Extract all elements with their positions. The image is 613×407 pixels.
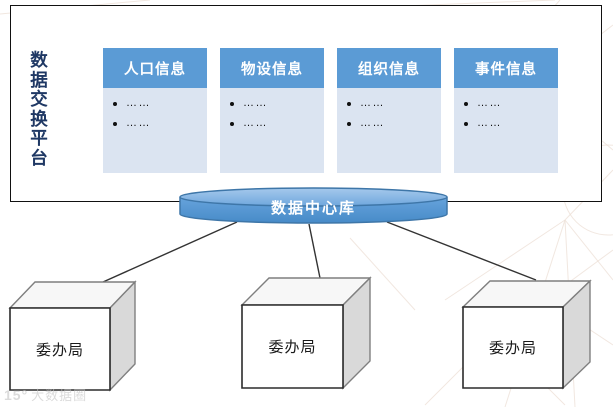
card-title: 人口信息 — [103, 48, 207, 88]
list-item: …… — [230, 98, 318, 109]
card-population-info: 人口信息 …… …… — [103, 48, 207, 173]
bullet-dot-icon — [464, 121, 468, 126]
list-item: …… — [347, 118, 435, 129]
list-item: …… — [113, 98, 201, 109]
bullet-dot-icon — [464, 101, 468, 106]
card-organization-info: 组织信息 …… …… — [337, 48, 441, 173]
card-event-info: 事件信息 …… …… — [454, 48, 558, 173]
bullet-dot-icon — [113, 101, 117, 106]
bullet-dot-icon — [230, 121, 234, 126]
watermark-text: 大数据圈 — [31, 388, 88, 403]
bureau-cube-3 — [461, 279, 592, 390]
bullet-text: …… — [243, 117, 268, 129]
list-item: …… — [113, 118, 201, 129]
bureau-label-1: 委办局 — [35, 341, 84, 359]
bullet-text: …… — [477, 117, 502, 129]
bullet-text: …… — [126, 97, 151, 109]
platform-title: 数据交换平台 — [30, 50, 48, 168]
card-body: …… …… — [103, 88, 207, 173]
list-item: …… — [464, 98, 552, 109]
cube-front-face — [462, 306, 564, 389]
bullet-text: …… — [360, 97, 385, 109]
bullet-dot-icon — [347, 121, 351, 126]
cylinder-top — [179, 187, 448, 207]
bullet-text: …… — [360, 117, 385, 129]
bullet-text: …… — [126, 117, 151, 129]
connector-line-middle — [308, 223, 321, 279]
bureau-label-3: 委办局 — [488, 340, 537, 357]
card-body: …… …… — [454, 88, 558, 173]
cube-front-face — [9, 307, 111, 391]
list-item: …… — [230, 118, 318, 129]
connector-lines — [102, 221, 537, 283]
connector-line-right — [386, 221, 537, 281]
bullet-dot-icon — [347, 101, 351, 106]
bureau-cube-2 — [240, 276, 372, 390]
watermark-logo: 15° — [4, 386, 29, 403]
bullet-dot-icon — [230, 101, 234, 106]
info-card-row: 人口信息 …… …… 物设信息 …… — [103, 48, 558, 173]
card-body: …… …… — [337, 88, 441, 173]
card-facility-info: 物设信息 …… …… — [220, 48, 324, 173]
bureau-cube-1 — [8, 280, 137, 392]
list-item: …… — [464, 118, 552, 129]
card-body: …… …… — [220, 88, 324, 173]
card-title: 事件信息 — [454, 48, 558, 88]
card-title: 组织信息 — [337, 48, 441, 88]
bullet-dot-icon — [113, 121, 117, 126]
connector-line-left — [102, 221, 238, 283]
database-label: 数据中心库 — [270, 199, 356, 217]
watermark: 15° 大数据圈 — [4, 385, 87, 404]
list-item: …… — [347, 98, 435, 109]
bureau-label-2: 委办局 — [268, 339, 317, 356]
cube-front-face — [241, 304, 344, 389]
bullet-text: …… — [477, 97, 502, 109]
bullet-text: …… — [243, 97, 268, 109]
database-cylinder — [179, 187, 448, 224]
card-title: 物设信息 — [220, 48, 324, 88]
